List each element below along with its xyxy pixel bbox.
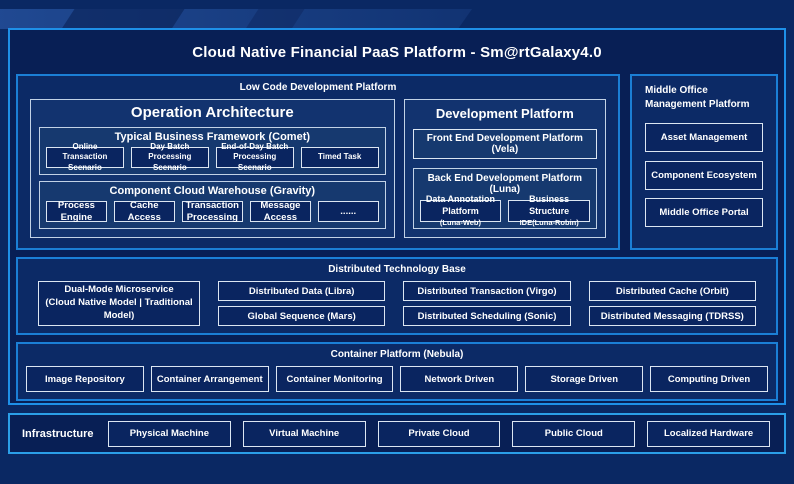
distributed-technology-base-section: Distributed Technology Base Dual-Mode Mi…	[16, 257, 778, 335]
distributed-body: Dual-Mode Microservice (Cloud Native Mod…	[38, 281, 756, 326]
box-message-access: Message Access	[249, 200, 311, 223]
box-end-of-day-batch-processing-scenario: End-of-Day Batch Processing Scenario	[215, 142, 294, 172]
box-distributed-messaging-tdrss: Distributed Messaging (TDRSS)	[588, 306, 756, 326]
box-online-transaction-scenario: Online Transaction Scenario	[46, 142, 124, 172]
component-cloud-warehouse-title: Component Cloud Warehouse (Gravity)	[109, 185, 316, 197]
dual-mode-line1: Dual-Mode Microservice	[64, 284, 174, 296]
middle-office-items: Asset Management Component Ecosystem Mid…	[645, 112, 763, 236]
operation-architecture-panel: Operation Architecture Typical Business …	[30, 99, 395, 238]
middle-office-section-title: Middle Office Management Platform	[645, 85, 750, 110]
box-network-driven: Network Driven	[400, 366, 519, 392]
decorative-slash	[61, 9, 185, 29]
typical-business-framework-group: Typical Business Framework (Comet) Onlin…	[39, 127, 386, 175]
top-row: Low Code Development Platform Operation …	[16, 74, 778, 250]
typical-business-framework-title: Typical Business Framework (Comet)	[114, 131, 311, 143]
box-physical-machine: Physical Machine	[108, 420, 231, 447]
component-cloud-warehouse-items: Process Engine Cache Access Transaction …	[46, 200, 379, 223]
low-code-body: Operation Architecture Typical Business …	[30, 99, 606, 238]
middle-office-management-platform-section: Middle Office Management Platform Asset …	[630, 74, 778, 250]
box-cache-access: Cache Access	[113, 200, 175, 223]
box-image-repository: Image Repository	[26, 366, 144, 392]
low-code-development-platform-section: Low Code Development Platform Operation …	[16, 74, 620, 250]
box-data-annotation-sub: (Luna-Web)	[439, 217, 482, 227]
box-transaction-processing: Transaction Processing	[181, 200, 243, 223]
page-title: Cloud Native Financial PaaS Platform - S…	[192, 44, 602, 61]
container-platform-section-title: Container Platform (Nebula)	[330, 349, 464, 360]
box-computing-driven: Computing Driven	[650, 366, 768, 392]
box-dual-mode-microservice: Dual-Mode Microservice (Cloud Native Mod…	[38, 281, 200, 326]
box-asset-management: Asset Management	[645, 122, 763, 152]
box-virtual-machine: Virtual Machine	[242, 420, 366, 447]
box-business-structure-sub: IDE(Luna-Robin)	[519, 217, 579, 227]
back-end-development-platform-group: Back End Development Platform (Luna) Dat…	[412, 168, 597, 229]
infrastructure-items: Physical Machine Virtual Machine Private…	[108, 420, 770, 447]
component-cloud-warehouse-group: Component Cloud Warehouse (Gravity) Proc…	[39, 181, 386, 229]
box-day-batch-processing-scenario: Day Batch Processing Scenario	[130, 142, 209, 172]
box-public-cloud: Public Cloud	[512, 420, 636, 447]
infrastructure-section: Infrastructure Physical Machine Virtual …	[8, 413, 786, 454]
box-ellipsis: ......	[317, 201, 379, 222]
box-distributed-data-libra: Distributed Data (Libra)	[218, 281, 386, 301]
box-component-ecosystem: Component Ecosystem	[645, 160, 763, 190]
box-front-end-development-platform-vela: Front End Development Platform (Vela)	[412, 129, 597, 159]
distributed-section-title: Distributed Technology Base	[328, 264, 466, 275]
distributed-items-grid: Distributed Data (Libra) Distributed Tra…	[218, 281, 756, 326]
box-private-cloud: Private Cloud	[377, 420, 501, 447]
box-container-monitoring: Container Monitoring	[275, 366, 394, 392]
back-end-development-platform-title: Back End Development Platform (Luna)	[427, 173, 583, 195]
typical-business-framework-items: Online Transaction Scenario Day Batch Pr…	[46, 142, 379, 172]
box-data-annotation-platform-luna-web: Data Annotation Platform (Luna-Web)	[419, 194, 502, 227]
box-localized-hardware: Localized Hardware	[647, 420, 770, 447]
box-global-sequence-mars: Global Sequence (Mars)	[218, 306, 386, 326]
box-distributed-scheduling-sonic: Distributed Scheduling (Sonic)	[403, 306, 571, 326]
infrastructure-section-title: Infrastructure	[22, 427, 94, 440]
low-code-section-title: Low Code Development Platform	[239, 82, 397, 93]
operation-architecture-title: Operation Architecture	[130, 104, 294, 121]
box-process-engine: Process Engine	[46, 200, 107, 223]
box-business-structure-title: Business Structure	[529, 194, 570, 217]
box-timed-task: Timed Task	[300, 147, 379, 168]
development-platform-panel: Development Platform Front End Developme…	[403, 99, 606, 238]
dual-mode-line2: (Cloud Native Model | Traditional Model)	[45, 297, 193, 321]
box-business-structure-ide-luna-robin: Business Structure IDE(Luna-Robin)	[508, 194, 590, 227]
development-platform-title: Development Platform	[435, 106, 574, 121]
container-platform-items: Image Repository Container Arrangement C…	[26, 366, 768, 392]
box-data-annotation-title: Data Annotation Platform	[425, 194, 496, 217]
container-platform-nebula-section: Container Platform (Nebula) Image Reposi…	[16, 342, 778, 401]
box-distributed-cache-orbit: Distributed Cache (Orbit)	[588, 281, 756, 301]
platform-diagram-frame: Cloud Native Financial PaaS Platform - S…	[8, 28, 786, 405]
back-end-items: Data Annotation Platform (Luna-Web) Busi…	[419, 194, 590, 227]
box-middle-office-portal: Middle Office Portal	[645, 198, 763, 228]
box-container-arrangement: Container Arrangement	[150, 366, 269, 392]
box-storage-driven: Storage Driven	[525, 366, 644, 392]
box-distributed-transaction-virgo: Distributed Transaction (Virgo)	[403, 281, 571, 301]
